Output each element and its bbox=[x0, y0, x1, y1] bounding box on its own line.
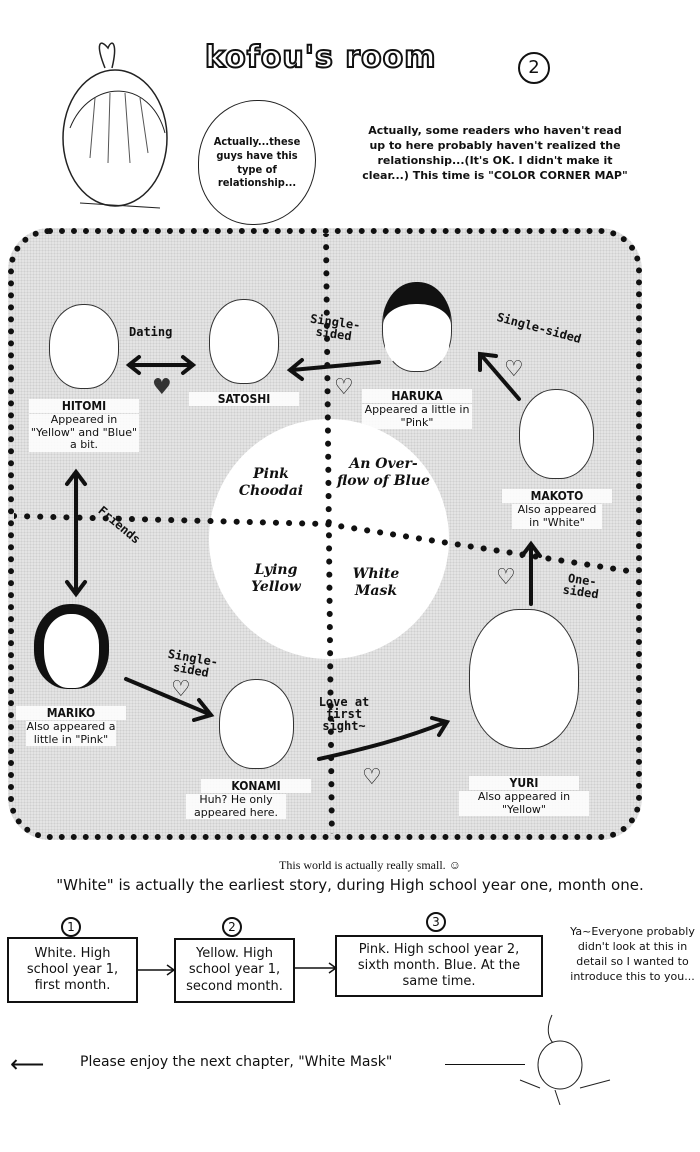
speech-bubble-text: Actually...these guys have this type of … bbox=[213, 135, 301, 190]
heart-icon: ♡ bbox=[504, 357, 524, 382]
left-arrow-icon: ⟵ bbox=[10, 1050, 45, 1078]
haruka-portrait bbox=[382, 282, 452, 372]
earliest-story-note: "White" is actually the earliest story, … bbox=[56, 876, 644, 894]
timeline-arrows bbox=[138, 962, 338, 976]
intro-text: Actually, some readers who haven't read … bbox=[362, 124, 628, 182]
patterned-heart-icon: ♥ bbox=[152, 375, 172, 400]
relation-label: Love at first sight~ bbox=[318, 695, 370, 733]
character-name: KONAMI bbox=[201, 779, 311, 793]
character-name: SATOSHI bbox=[189, 392, 299, 406]
small-note-text: This world is actually really small. bbox=[279, 858, 446, 872]
arrow-mariko-konami bbox=[124, 677, 211, 716]
zone-lying-yellow: Lying Yellow bbox=[251, 562, 301, 595]
character-name: MAKOTO bbox=[502, 489, 612, 503]
character-name: HITOMI bbox=[29, 399, 139, 413]
character-name: MARIKO bbox=[16, 706, 126, 720]
horizontal-divider bbox=[14, 513, 636, 576]
timeline-box: White. High school year 1, first month. bbox=[7, 937, 138, 1003]
timeline-box: Pink. High school year 2, sixth month. B… bbox=[335, 935, 543, 997]
heart-icon: ♡ bbox=[171, 677, 191, 702]
step-number: 2 bbox=[222, 917, 242, 937]
makoto-portrait bbox=[519, 389, 594, 479]
face-icon: ☺ bbox=[448, 858, 461, 872]
hitomi-portrait bbox=[49, 304, 119, 389]
character-note: Appeared a little in "Pink" bbox=[362, 403, 472, 430]
small-note: This world is actually really small. ☺ bbox=[0, 858, 700, 873]
arrow-konami-yuri bbox=[317, 720, 448, 761]
map-lines bbox=[14, 234, 636, 834]
yuri-portrait bbox=[469, 609, 579, 749]
vertical-divider bbox=[323, 234, 335, 834]
konami-portrait bbox=[219, 679, 294, 769]
heart-icon: ♡ bbox=[496, 565, 516, 590]
character-note: Also appeared in "White" bbox=[512, 503, 602, 530]
character-note: Huh? He only appeared here. bbox=[186, 793, 286, 820]
heart-icon: ♡ bbox=[334, 375, 354, 400]
dash-line bbox=[445, 1064, 525, 1065]
step-number: 3 bbox=[426, 912, 446, 932]
arrow-makoto-haruka bbox=[480, 354, 521, 401]
character-note: Also appeared in "Yellow" bbox=[459, 790, 589, 817]
author-chibi-illustration bbox=[519, 1014, 611, 1105]
step-number: 1 bbox=[61, 917, 81, 937]
zone-white-mask: White Mask bbox=[352, 566, 400, 599]
next-chapter-note: Please enjoy the next chapter, "White Ma… bbox=[80, 1054, 393, 1070]
chapter-number: 2 bbox=[518, 52, 550, 84]
speech-bubble: Actually...these guys have this type of … bbox=[198, 100, 316, 225]
heart-icon: ♡ bbox=[362, 765, 382, 790]
arrow-haruka-satoshi bbox=[290, 360, 381, 372]
color-corner-map: HITOMI Appeared in "Yellow" and "Blue" a… bbox=[8, 228, 642, 840]
relation-label: Dating bbox=[129, 325, 173, 339]
zone-overflow-of-blue: An Over-flow of Blue bbox=[337, 456, 430, 489]
character-note: Also appeared a little in "Pink" bbox=[26, 720, 116, 747]
satoshi-portrait bbox=[209, 299, 279, 384]
timeline-box: Yellow. High school year 1, second month… bbox=[174, 938, 295, 1003]
author-avatar-illustration bbox=[62, 42, 168, 209]
author-aside: Ya~Everyone probably didn't look at this… bbox=[570, 925, 695, 983]
character-name: HARUKA bbox=[362, 389, 472, 403]
character-note: Appeared in "Yellow" and "Blue" a bit. bbox=[29, 413, 139, 452]
mariko-portrait bbox=[34, 604, 109, 689]
character-name: YURI bbox=[469, 776, 579, 790]
zone-pink-choodai: Pink Choodai bbox=[238, 466, 304, 499]
page-title: kofou's room bbox=[204, 39, 437, 76]
